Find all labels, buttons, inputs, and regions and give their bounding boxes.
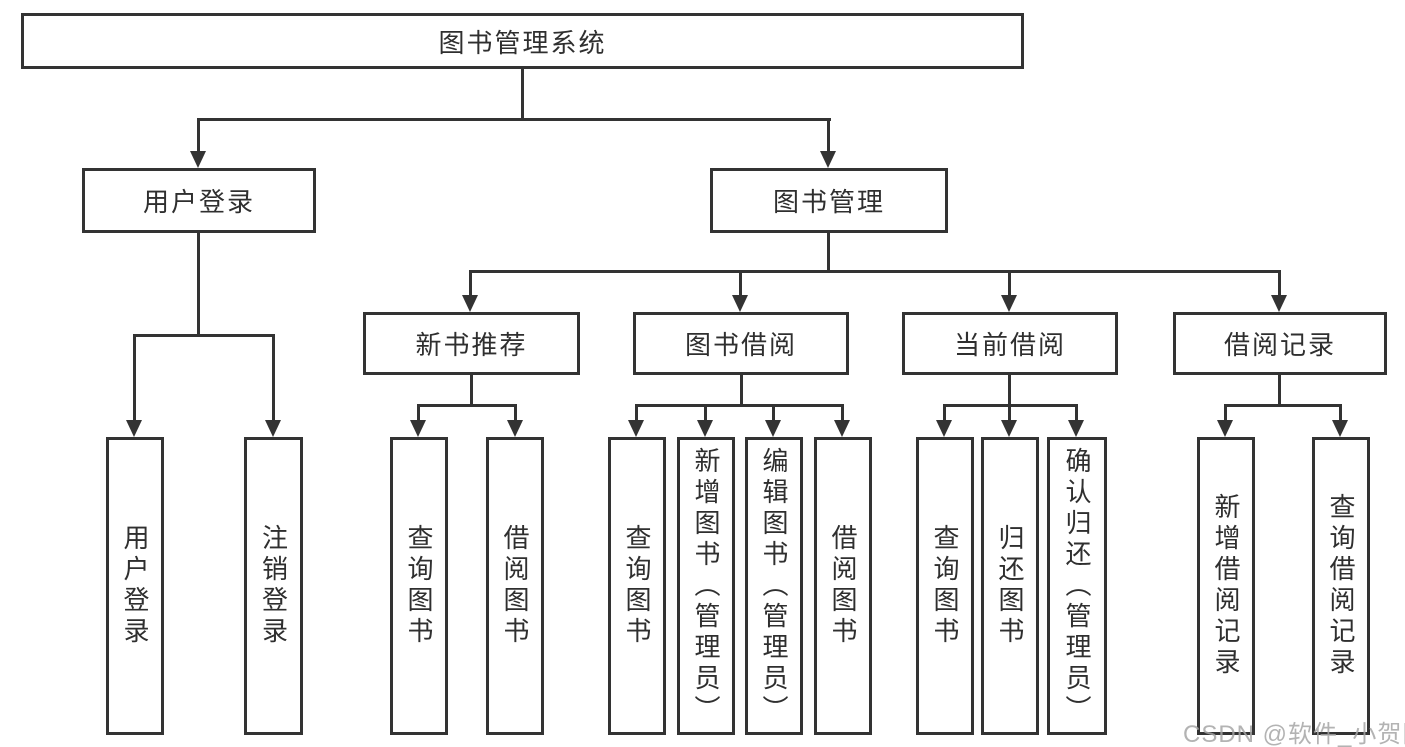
leaf-br-add-record-label: 新增借阅记录 (1211, 493, 1241, 679)
leaf-nb-borrow-books: 借阅图书 (486, 437, 544, 735)
arrowhead-bb-edit (765, 420, 781, 437)
connector-to-br-add (1224, 404, 1227, 421)
leaf-br-query-record: 查询借阅记录 (1312, 437, 1370, 735)
leaf-bb-edit-books: 编辑图书（管理员） (745, 437, 803, 735)
connector-to-book-mgmt (827, 118, 830, 152)
arrowhead-ul-logout (265, 420, 281, 437)
arrowhead-book-borrow (732, 295, 748, 312)
connector-book-mgmt-branch (469, 270, 1281, 273)
arrowhead-ul-login (126, 420, 142, 437)
leaf-nb-borrow-books-label: 借阅图书 (500, 524, 530, 648)
connector-to-book-borrow (739, 270, 742, 296)
connector-bb-branch (635, 404, 844, 407)
leaf-cb-query-books: 查询图书 (916, 437, 974, 735)
connector-to-bb-borrow (841, 404, 844, 421)
leaf-bb-borrow-books-label: 借阅图书 (828, 524, 858, 648)
leaf-nb-query-books-label: 查询图书 (404, 524, 434, 648)
node-library-system: 图书管理系统 (21, 13, 1024, 69)
connector-user-login-branch (133, 334, 275, 337)
connector-to-nb-borrow (514, 404, 517, 421)
connector-root-branch (197, 118, 831, 121)
connector-to-current-borrow (1008, 270, 1011, 296)
connector-br-stem (1278, 375, 1281, 407)
arrowhead-book-mgmt (820, 151, 836, 168)
arrowhead-br-add (1217, 420, 1233, 437)
connector-to-ul-login (133, 334, 136, 421)
connector-to-bb-edit (772, 404, 775, 421)
connector-to-user-login (197, 118, 200, 152)
arrowhead-cb-query (936, 420, 952, 437)
connector-root-stem (521, 69, 524, 120)
connector-user-login-stem (197, 233, 200, 337)
node-book-mgmt: 图书管理 (710, 168, 948, 233)
arrowhead-nb-borrow (507, 420, 523, 437)
connector-to-bb-query (635, 404, 638, 421)
node-user-login: 用户登录 (82, 168, 316, 233)
node-current-borrow: 当前借阅 (902, 312, 1118, 375)
arrowhead-br-query (1332, 420, 1348, 437)
leaf-user-login-label: 用户登录 (120, 524, 150, 648)
arrowhead-nb-query (410, 420, 426, 437)
arrowhead-bb-borrow (834, 420, 850, 437)
arrowhead-bb-query (628, 420, 644, 437)
connector-to-cb-return (1008, 404, 1011, 421)
arrowhead-new-book-rec (462, 295, 478, 312)
leaf-bb-query-books-label: 查询图书 (622, 524, 652, 648)
node-new-book-rec: 新书推荐 (363, 312, 580, 375)
node-borrow-records: 借阅记录 (1173, 312, 1387, 375)
leaf-cb-return-books-label: 归还图书 (995, 524, 1025, 648)
connector-to-br-query (1339, 404, 1342, 421)
connector-to-nb-query (417, 404, 420, 421)
leaf-bb-edit-books-label: 编辑图书（管理员） (759, 446, 789, 726)
connector-to-ul-logout (272, 334, 275, 421)
leaf-bb-query-books: 查询图书 (608, 437, 666, 735)
connector-to-cb-confirm (1075, 404, 1078, 421)
connector-book-mgmt-stem (827, 233, 830, 272)
connector-bb-stem (740, 375, 743, 407)
leaf-logout: 注销登录 (244, 437, 303, 735)
arrowhead-cb-confirm (1068, 420, 1084, 437)
leaf-cb-confirm-return: 确认归还（管理员） (1047, 437, 1107, 735)
connector-to-new-book-rec (469, 270, 472, 296)
connector-to-borrow-records (1278, 270, 1281, 296)
connector-cb-stem (1008, 375, 1011, 407)
leaf-bb-add-books-label: 新增图书（管理员） (691, 446, 721, 726)
leaf-br-query-record-label: 查询借阅记录 (1326, 493, 1356, 679)
connector-to-bb-add (704, 404, 707, 421)
leaf-cb-confirm-return-label: 确认归还（管理员） (1062, 446, 1092, 726)
connector-nbr-branch (417, 404, 516, 407)
connector-to-cb-query (943, 404, 946, 421)
connector-br-branch (1224, 404, 1342, 407)
leaf-br-add-record: 新增借阅记录 (1197, 437, 1255, 735)
leaf-nb-query-books: 查询图书 (390, 437, 448, 735)
leaf-cb-return-books: 归还图书 (981, 437, 1039, 735)
arrowhead-bb-add (697, 420, 713, 437)
node-book-borrow: 图书借阅 (633, 312, 849, 375)
leaf-bb-borrow-books: 借阅图书 (814, 437, 872, 735)
leaf-bb-add-books: 新增图书（管理员） (677, 437, 735, 735)
leaf-logout-label: 注销登录 (258, 524, 289, 648)
connector-nbr-stem (470, 375, 473, 407)
leaf-cb-query-books-label: 查询图书 (930, 524, 960, 648)
csdn-watermark: CSDN @软件_小贺同学 (1183, 721, 1405, 747)
arrowhead-user-login (190, 151, 206, 168)
arrowhead-current-borrow (1001, 295, 1017, 312)
leaf-user-login: 用户登录 (106, 437, 164, 735)
arrowhead-borrow-records (1271, 295, 1287, 312)
arrowhead-cb-return (1001, 420, 1017, 437)
